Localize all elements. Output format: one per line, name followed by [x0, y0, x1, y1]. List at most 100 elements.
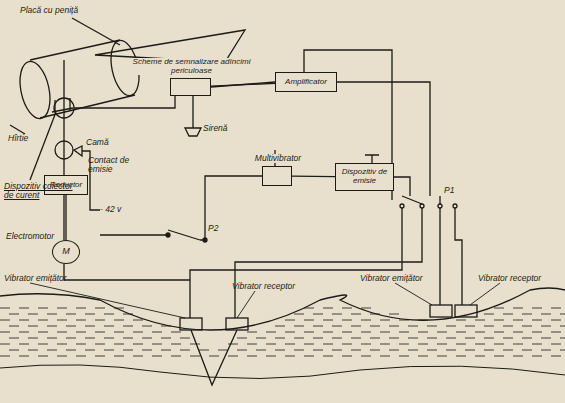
- hatch-stroke: [323, 356, 333, 357]
- hatch-stroke: [85, 350, 95, 351]
- hatch-stroke: [28, 326, 38, 327]
- switch-contact: [166, 233, 170, 237]
- hatch-stroke: [541, 350, 551, 351]
- ground: [365, 155, 379, 163]
- block-label: Multivibrator: [243, 154, 313, 163]
- hatch-stroke: [399, 320, 409, 321]
- wire: [190, 208, 462, 318]
- hatch-stroke: [123, 350, 133, 351]
- hatch-stroke: [161, 338, 171, 339]
- hatch-stroke: [266, 332, 276, 333]
- hatch-stroke: [294, 338, 304, 339]
- hatch-stroke: [133, 356, 143, 357]
- hatch-stroke: [171, 356, 181, 357]
- hatch-stroke: [380, 356, 390, 357]
- switch-contact: [453, 204, 457, 208]
- hatch-stroke: [361, 320, 371, 321]
- hatch-stroke: [76, 308, 86, 309]
- hatch-stroke: [332, 314, 342, 315]
- hatch-stroke: [551, 308, 561, 309]
- hatch-stroke: [247, 332, 257, 333]
- hatch-stroke: [275, 350, 285, 351]
- hatch-stroke: [38, 308, 48, 309]
- hatch-stroke: [47, 314, 57, 315]
- hatch-stroke: [532, 332, 542, 333]
- hatch-stroke: [142, 326, 152, 327]
- hatch-stroke: [351, 326, 361, 327]
- hatch-stroke: [456, 344, 466, 345]
- wire: [100, 176, 262, 240]
- leader: [30, 283, 500, 318]
- hatch-stroke: [465, 326, 475, 327]
- hatch-stroke: [57, 308, 67, 309]
- hatch-stroke: [28, 338, 38, 339]
- hatch-stroke: [171, 332, 181, 333]
- hatch-stroke: [19, 356, 29, 357]
- hatch-stroke: [370, 326, 380, 327]
- hatch-stroke: [522, 314, 532, 315]
- wire: [333, 82, 430, 196]
- hatch-stroke: [541, 338, 551, 339]
- hatch-stroke: [104, 314, 114, 315]
- hatch-stroke: [408, 326, 418, 327]
- hatch-stroke: [123, 314, 133, 315]
- hatch-stroke: [532, 344, 542, 345]
- hatch-stroke: [446, 338, 456, 339]
- hatch-stroke: [114, 344, 124, 345]
- part-label: Electromotor: [6, 232, 54, 241]
- hatch-stroke: [484, 338, 494, 339]
- hatch-stroke: [19, 344, 29, 345]
- hatch-stroke: [95, 356, 105, 357]
- hatch-stroke: [408, 338, 418, 339]
- transducer: [455, 305, 477, 317]
- hatch-stroke: [180, 350, 190, 351]
- leader: [30, 112, 56, 180]
- part-label: Hîrtie: [8, 134, 28, 143]
- switch-contact: [420, 204, 424, 208]
- hatch-stroke: [342, 356, 352, 357]
- hatch-stroke: [313, 350, 323, 351]
- hatch-stroke: [228, 356, 238, 357]
- hatch-stroke: [304, 308, 314, 309]
- hatch-stroke: [465, 350, 475, 351]
- hatch-stroke: [104, 338, 114, 339]
- hatch-stroke: [133, 320, 143, 321]
- hatch-stroke: [0, 308, 10, 309]
- hatch-stroke: [494, 356, 504, 357]
- hatch-stroke: [152, 344, 162, 345]
- hatch-stroke: [351, 338, 361, 339]
- water-hatching: [0, 308, 565, 356]
- hatch-stroke: [427, 326, 437, 327]
- part-label: Vibrator emițător: [4, 274, 67, 283]
- hatch-stroke: [475, 332, 485, 333]
- siren-symbol: [185, 96, 201, 136]
- hatch-stroke: [19, 320, 29, 321]
- hatch-stroke: [332, 326, 342, 327]
- hatch-stroke: [380, 320, 390, 321]
- block-box: Dispozitiv de emisie: [335, 163, 394, 191]
- wire: [74, 96, 175, 108]
- hatch-stroke: [475, 320, 485, 321]
- hatch-stroke: [418, 344, 428, 345]
- hatch-stroke: [38, 356, 48, 357]
- hatch-stroke: [418, 320, 428, 321]
- hatch-stroke: [475, 356, 485, 357]
- hatch-stroke: [522, 326, 532, 327]
- motor-circle: M: [52, 240, 80, 264]
- hatch-stroke: [66, 326, 76, 327]
- hatch-stroke: [323, 332, 333, 333]
- hatch-stroke: [161, 326, 171, 327]
- hatch-stroke: [218, 350, 228, 351]
- wire-connector: [292, 176, 335, 178]
- hatch-stroke: [142, 338, 152, 339]
- hatch-stroke: [28, 314, 38, 315]
- hatch-stroke: [551, 356, 561, 357]
- hatch-stroke: [522, 350, 532, 351]
- hatch-stroke: [294, 314, 304, 315]
- hatch-stroke: [114, 356, 124, 357]
- hatch-stroke: [95, 320, 105, 321]
- shaft: [63, 60, 64, 240]
- hatch-stroke: [389, 326, 399, 327]
- hatch-stroke: [0, 356, 10, 357]
